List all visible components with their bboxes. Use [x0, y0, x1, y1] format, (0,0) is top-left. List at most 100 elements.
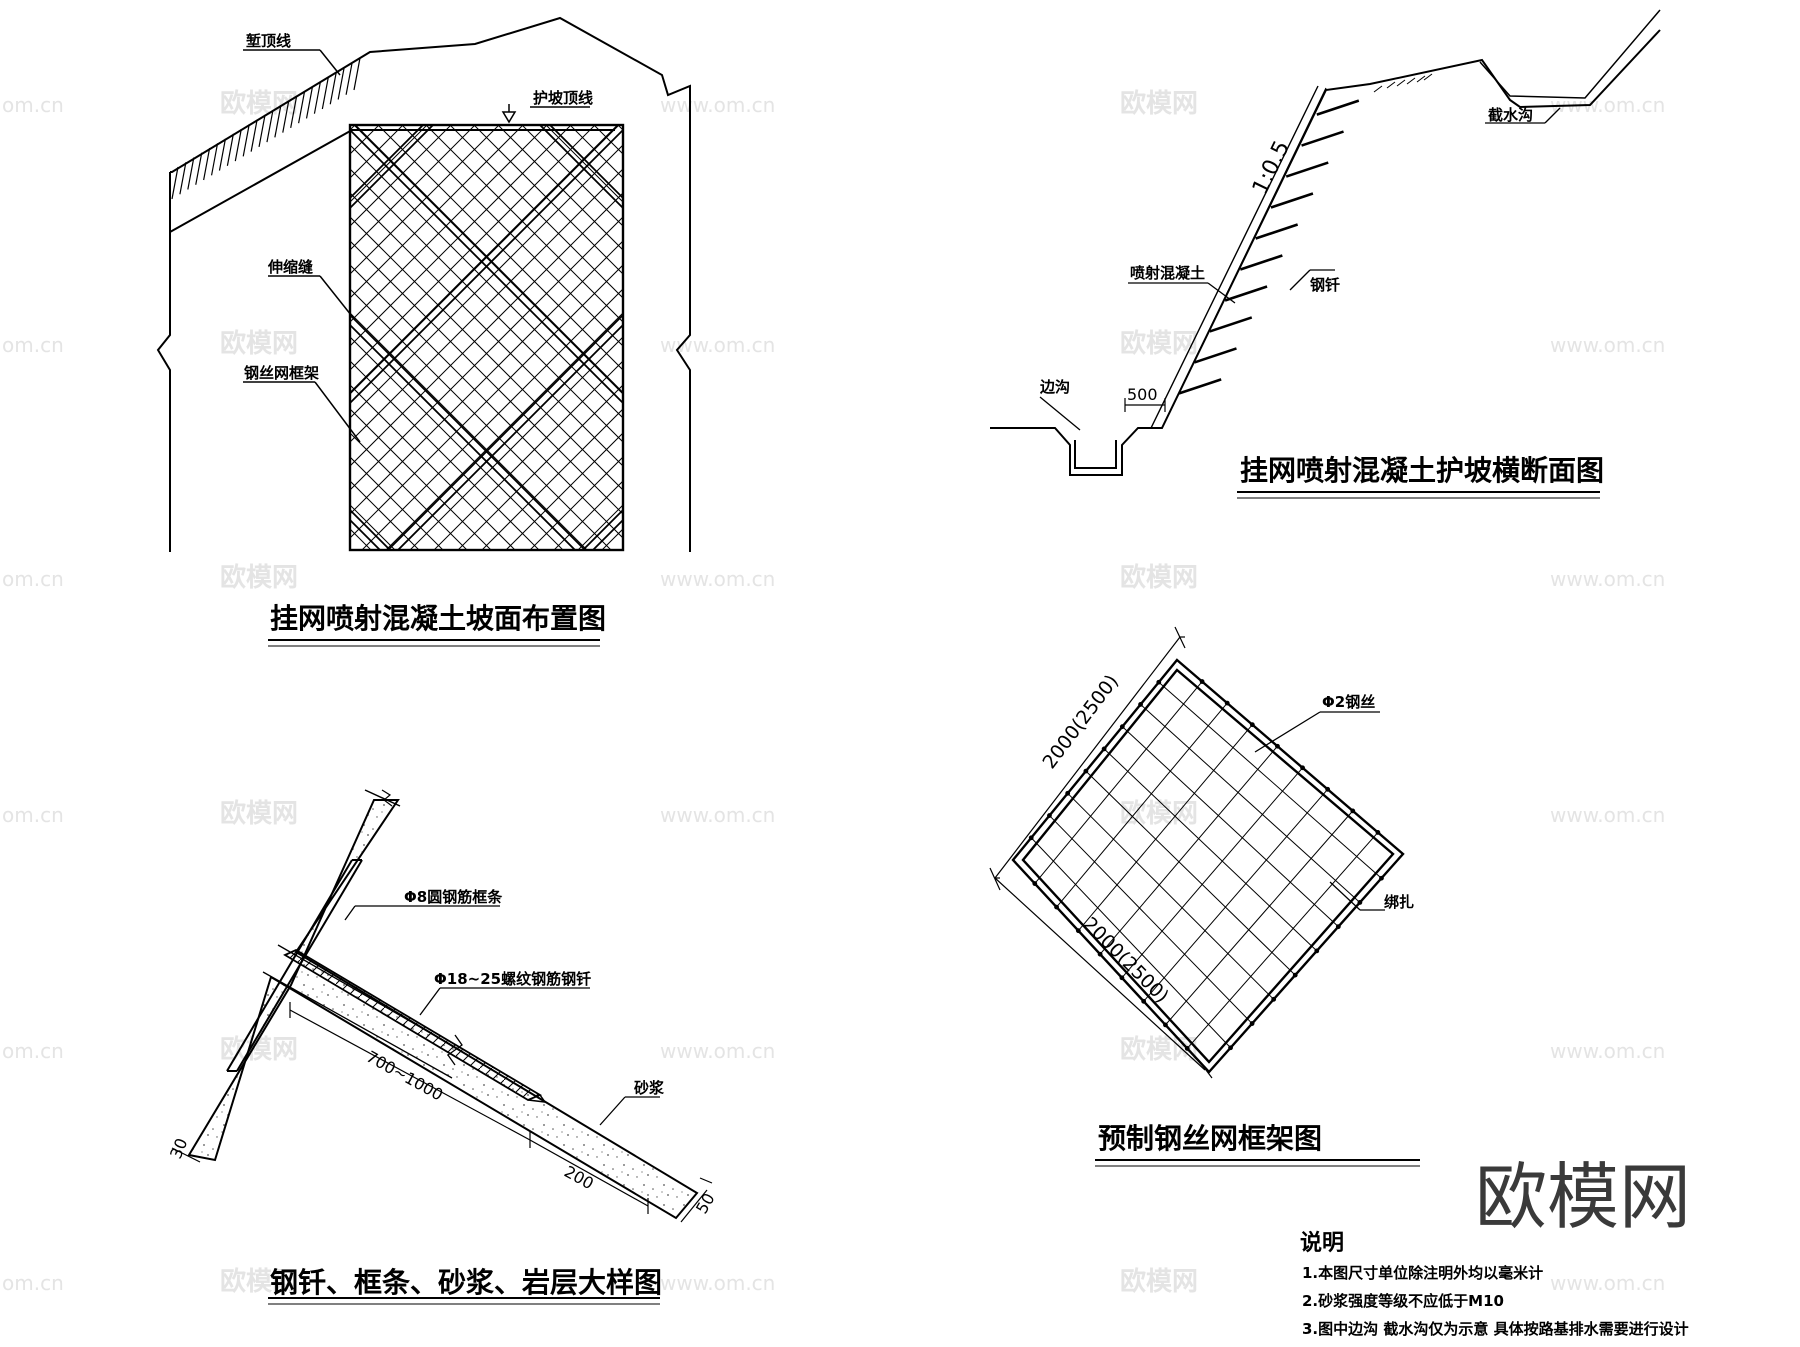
fine-grid-line [350, 336, 564, 550]
mesh-wire [1056, 702, 1228, 908]
tie-point [1075, 928, 1081, 934]
note-item-1: 1.本图尺寸单位除注明外均以毫米计 [1302, 1264, 1543, 1282]
ground-hatch-tick [313, 81, 322, 114]
label-mesh-frame: 钢丝网框架 [244, 364, 319, 382]
rock-hatch-tick [1373, 85, 1383, 93]
rock-hatch-tick [1386, 81, 1396, 89]
fine-grid-line [521, 125, 623, 227]
fine-grid-line [350, 144, 623, 419]
watermark-cn: 欧模网 [1120, 88, 1198, 119]
anchor-rod [1209, 316, 1253, 333]
fine-grid-line [350, 408, 492, 550]
ground-hatch-tick [329, 72, 337, 105]
dim-mesh-upper: 2000(2500) [1038, 671, 1123, 773]
watermark-cn: 欧模网 [220, 328, 298, 359]
fine-grid-line [350, 125, 476, 251]
fine-grid-line [577, 504, 623, 550]
fine-grid-line [738, 125, 1163, 550]
frame-strip-line [581, 508, 623, 550]
watermark-url: www.om.cn [1550, 567, 1665, 591]
fine-grid-line [505, 432, 623, 550]
fine-grid-line [457, 384, 623, 550]
tie-point [1325, 786, 1331, 792]
fine-grid-line [350, 288, 612, 550]
ground-hatch-tick [179, 162, 187, 195]
tie-point [1156, 679, 1162, 685]
dim-500: 500 [1127, 385, 1158, 404]
tie-point [1314, 948, 1320, 954]
watermark-url: www.om.cn [660, 1271, 775, 1295]
label-expansion-joint: 伸缩缝 [267, 258, 313, 276]
mesh-wire [1143, 789, 1329, 1002]
mesh-wire [1158, 681, 1382, 879]
frame-strip-line [386, 313, 623, 550]
mesh-wire [1085, 770, 1296, 976]
label-tie: 绑扎 [1384, 893, 1414, 911]
rock-hatch-tick [1396, 79, 1406, 87]
fine-grid-line [350, 360, 540, 550]
ground-hatch-tick [266, 110, 274, 143]
watermark-url: www.om.cn [660, 1039, 775, 1063]
watermark-url-edge: om.cn [2, 1271, 64, 1295]
fine-grid-line [350, 240, 623, 515]
mesh-wire [1030, 837, 1231, 1049]
ground-hatch-tick [195, 152, 203, 185]
watermark-url: www.om.cn [1550, 1039, 1665, 1063]
cross-section-drawing [990, 9, 1661, 499]
frame-strip-line [350, 508, 392, 550]
tie-point [1199, 679, 1205, 684]
watermark-url-edge: om.cn [2, 803, 64, 827]
fine-grid-line [350, 125, 452, 227]
title-layout-plan: 挂网喷射混凝土坡面布置图 [270, 602, 606, 635]
watermark-url-edge: om.cn [2, 333, 64, 357]
tie-point [1047, 813, 1052, 818]
tie-point [1141, 998, 1147, 1004]
ground-hatch-tick [258, 114, 266, 147]
fine-grid-line [385, 312, 623, 550]
ground-hatch-tick [345, 62, 353, 95]
tie-point [1379, 875, 1384, 881]
brand-watermark: 欧模网 [1475, 1155, 1691, 1239]
ground-hatch-tick [321, 76, 329, 110]
watermark-cn: 欧模网 [220, 798, 298, 829]
watermark-url: www.om.cn [1550, 333, 1665, 357]
ground-hatch-tick [203, 147, 211, 181]
frame-strip-line [350, 125, 620, 395]
watermark-cn: 欧模网 [220, 562, 298, 593]
tie-point [1065, 790, 1071, 796]
fine-grid-line [361, 288, 623, 550]
tie-point [1249, 722, 1255, 728]
ground-hatch-tick [274, 105, 282, 138]
ground-hatch-tick [290, 95, 298, 129]
fine-grid-line [350, 125, 596, 371]
ground-hatch-tick [242, 124, 250, 157]
fine-grid-line [497, 125, 623, 251]
anchor-rod [1301, 130, 1344, 147]
mesh-wire [1186, 832, 1379, 1049]
label-top-line: 堑顶线 [246, 32, 291, 50]
fine-grid-line [350, 216, 623, 491]
note-item-3: 3.图中边沟 截水沟仅为示意 具体按路基排水需要进行设计 [1302, 1320, 1689, 1338]
ground-hatch-tick [171, 166, 179, 200]
anchor-rod [1270, 192, 1314, 209]
tie-point [1097, 951, 1103, 957]
fine-grid-line [473, 125, 623, 275]
tie-point [1271, 996, 1277, 1002]
watermark-url: www.om.cn [1550, 1271, 1665, 1295]
tie-point [1249, 1021, 1255, 1026]
title-mesh-frame: 预制钢丝网框架图 [1098, 1122, 1322, 1155]
label-frame-bar: Φ8圆钢筋框条 [404, 888, 503, 906]
tie-point [1292, 972, 1298, 978]
mesh-wire [1099, 745, 1278, 955]
ground-hatch-tick [234, 128, 242, 162]
fine-grid-line [350, 125, 428, 203]
fine-grid-line [350, 240, 623, 515]
mesh-wire [1077, 724, 1253, 931]
label-shotcrete: 喷射混凝土 [1130, 264, 1205, 282]
mesh-wire [1049, 815, 1253, 1024]
label-intercept-ditch: 截水沟 [1488, 106, 1533, 124]
watermark-url: www.om.cn [1550, 803, 1665, 827]
frame-strip-line [591, 518, 623, 550]
fine-grid-line [449, 125, 623, 299]
